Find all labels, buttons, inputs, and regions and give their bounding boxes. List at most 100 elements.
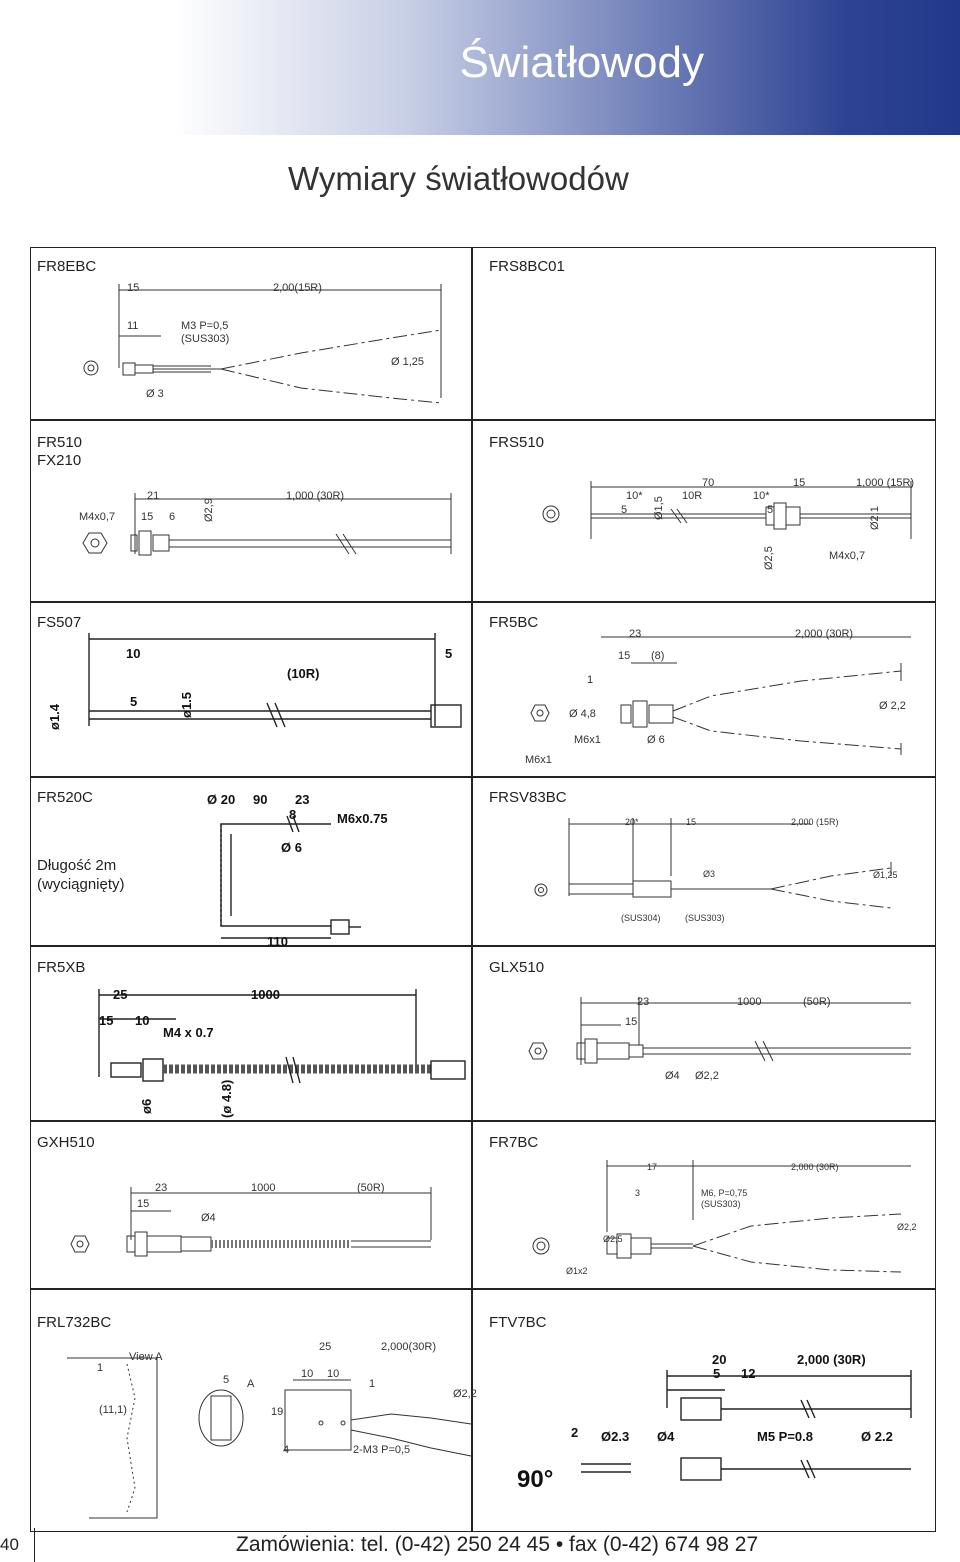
dim-label: 1000 (251, 1182, 276, 1194)
row-divider (31, 945, 935, 947)
cell-title-fr8ebc: FR8EBC (37, 258, 97, 275)
row-divider (31, 1288, 935, 1290)
dim-label: M6x1 (525, 754, 552, 766)
fr5xb-drawing (98, 989, 466, 1084)
dim-label: (50R) (357, 1182, 385, 1194)
fr510-drawing (82, 493, 452, 556)
dim-label: Ø2,5 (763, 546, 775, 570)
dim-label: 11 (127, 320, 139, 332)
dim-label: 90 (253, 792, 268, 807)
angle-label: 90° (517, 1466, 554, 1493)
dim-label: 10R (682, 490, 703, 502)
dim-label: 15 (625, 1016, 638, 1028)
dim-label: 2,00(15R) (273, 282, 322, 294)
cell-title-frsv83bc: FRSV83BC (489, 789, 567, 806)
dim-label: Ø4 (201, 1212, 216, 1224)
contact-info: Zamówienia: tel. (0-42) 250 24 45 • fax … (236, 1533, 759, 1556)
frl732bc-drawing (67, 1357, 472, 1519)
dim-label: 15 (137, 1198, 150, 1210)
dim-label: Ø2,5 (603, 1234, 623, 1244)
dim-label: M5 P=0.8 (757, 1429, 814, 1444)
dim-label: 15 (618, 650, 631, 662)
dim-label: ø1.5 (179, 691, 194, 718)
dim-label: M6, P=0,75 (701, 1188, 748, 1198)
dim-label: ø1.4 (47, 703, 62, 730)
dim-label: 3 (635, 1188, 641, 1198)
dim-label: Ø2,2 (453, 1388, 477, 1400)
dim-label: 10 (301, 1368, 314, 1380)
dimensions-grid: FR8EBC 15 2,00(15R) 11 M3 P=0,5 (SUS303)… (30, 247, 936, 1532)
dim-label: Ø2,2 (897, 1222, 917, 1232)
dim-label: 5 (713, 1366, 721, 1381)
footer-divider (34, 1528, 35, 1562)
dim-label: Ø2,1 (869, 506, 881, 530)
row-divider (31, 1120, 935, 1122)
cell-title-ftv7bc: FTV7BC (489, 1314, 547, 1331)
dim-label: (50R) (803, 996, 831, 1008)
dim-label: 19 (271, 1406, 284, 1418)
cell-title-fr7bc: FR7BC (489, 1134, 539, 1151)
glx510-drawing (528, 997, 911, 1065)
dim-label: (SUS304) (621, 913, 661, 923)
gxh510-drawing (70, 1187, 432, 1257)
dim-label: 2,000 (30R) (791, 1162, 839, 1172)
dim-label: M4 x 0.7 (163, 1025, 214, 1040)
fs507-drawing (88, 633, 462, 728)
dim-label: 5 (621, 504, 628, 516)
dim-label: Ø2.3 (601, 1429, 630, 1444)
dim-label: View A (129, 1351, 163, 1363)
dim-label: 23 (637, 996, 650, 1008)
dim-label: Ø4 (665, 1070, 680, 1082)
dim-label: Ø1,25 (873, 870, 898, 880)
dim-label: 1,000 (15R) (856, 477, 915, 489)
row-divider (31, 601, 935, 603)
cell-title-frl732bc: FRL732BC (37, 1314, 112, 1331)
fr520c-drawing (220, 815, 361, 939)
fr5bc-drawing (530, 636, 911, 755)
dim-label: 5 (767, 504, 774, 516)
section-subtitle: Wymiary światłowodów (288, 160, 629, 197)
fr7bc-drawing (532, 1160, 911, 1273)
dim-label: 10 (327, 1368, 340, 1380)
dim-label: Ø 2,2 (879, 700, 906, 712)
frs510-drawing (542, 481, 912, 539)
dim-label: Ø 2.2 (861, 1429, 893, 1444)
cell-title-fr520c: FR520C (37, 789, 93, 806)
page-number: 40 (0, 1535, 19, 1554)
dim-label: 6 (169, 511, 176, 523)
dim-label: 17 (647, 1162, 658, 1172)
dim-label: Ø 4,8 (569, 708, 596, 720)
dim-label: Ø2,9 (203, 498, 215, 522)
dim-label: 1 (97, 1362, 104, 1374)
dim-label: Ø1,5 (653, 496, 665, 520)
dim-label: 25 (113, 987, 128, 1002)
dim-label: 15 (127, 282, 140, 294)
dim-label: (11,1) (99, 1404, 127, 1416)
dim-label: 4 (283, 1444, 290, 1456)
cell-title-fr5bc: FR5BC (489, 614, 539, 631)
column-divider (471, 248, 473, 1531)
cell-title-fr510: FR510 (37, 434, 83, 451)
dim-label: M6x0.75 (337, 811, 388, 826)
dim-label: 10* (753, 490, 770, 502)
dim-label: 2,000(30R) (381, 1341, 437, 1353)
length-note: Długość 2m (37, 857, 117, 874)
dim-label: M3 P=0,5 (181, 320, 229, 332)
dim-label: 23 (155, 1182, 168, 1194)
dim-label: Ø 1,25 (391, 356, 425, 368)
dim-label: (ø 4.8) (219, 1079, 234, 1118)
dim-label: 20 (712, 1352, 727, 1367)
fr8ebc-drawing (83, 284, 442, 404)
cell-title-fr5xb: FR5XB (37, 959, 86, 976)
header-banner: Światłowody (0, 0, 960, 135)
dim-label: Ø 20 (207, 792, 236, 807)
dim-label: A (247, 1378, 255, 1390)
dim-label: Ø 6 (281, 840, 302, 855)
cell-title-fx210: FX210 (37, 452, 82, 469)
dim-label: 12 (741, 1366, 756, 1381)
dim-label: 1000 (251, 987, 280, 1002)
dim-label: Ø 3 (146, 388, 164, 400)
dim-label: 15 (686, 817, 697, 827)
dim-label: 2-M3 P=0,5 (353, 1444, 411, 1456)
dim-label: Ø3 (703, 869, 716, 879)
